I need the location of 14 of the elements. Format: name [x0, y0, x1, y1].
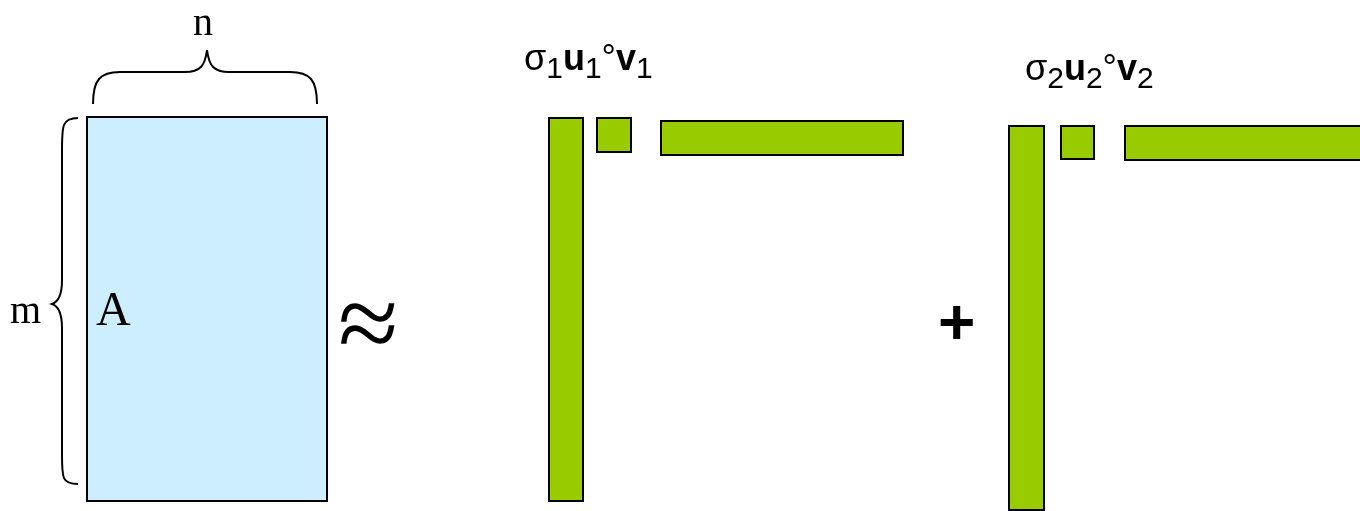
vector-bar	[660, 120, 904, 156]
vector-bar	[548, 117, 584, 502]
plus-sign: +	[938, 290, 976, 354]
vector-bar	[1008, 125, 1045, 511]
approx-sign: ≈	[338, 268, 399, 378]
scalar-square	[1060, 125, 1095, 160]
term-label: σ$_{2}$u$_{2}$°v$_{2}$	[1025, 50, 1154, 94]
dimension-label: m	[10, 290, 42, 330]
matrix-box	[86, 116, 328, 502]
term-label: σ$_{1}$u$_{1}$°v$_{1}$	[524, 40, 653, 84]
scalar-square	[596, 117, 632, 153]
dimension-label: n	[193, 2, 213, 42]
vector-bar	[1124, 125, 1360, 161]
matrix-label: A	[96, 285, 131, 333]
